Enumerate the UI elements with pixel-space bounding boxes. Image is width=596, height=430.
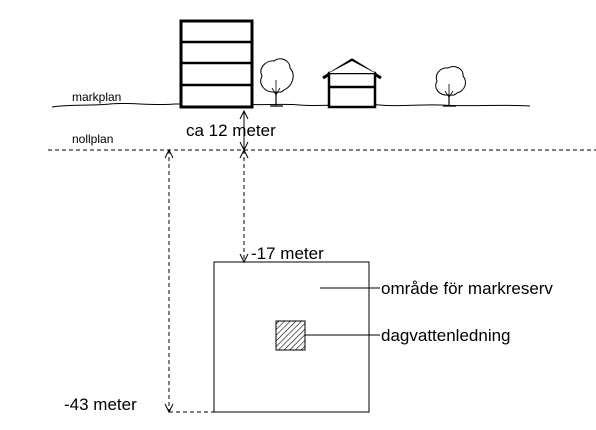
stormwater-pipe-symbol xyxy=(275,320,306,351)
tree-icon xyxy=(260,58,294,107)
house-icon xyxy=(322,58,382,109)
apartment-building-icon xyxy=(179,19,254,109)
top-depth-label: -17 meter xyxy=(251,244,324,263)
top-depth-dimension xyxy=(239,148,249,264)
stormwater-pipe-label: dagvattenledning xyxy=(381,326,511,345)
ground-surface-line xyxy=(51,102,531,108)
surface-depth-label: ca 12 meter xyxy=(186,121,276,140)
tree-icon xyxy=(435,66,466,107)
reserve-area-box xyxy=(213,261,370,413)
reserve-area-label: område för markreserv xyxy=(381,279,553,298)
markplan-label: markplan xyxy=(72,90,121,104)
bottom-depth-label: -43 meter xyxy=(64,395,137,414)
bottom-depth-dimension xyxy=(164,148,214,414)
nollplan-label: nollplan xyxy=(72,132,113,146)
